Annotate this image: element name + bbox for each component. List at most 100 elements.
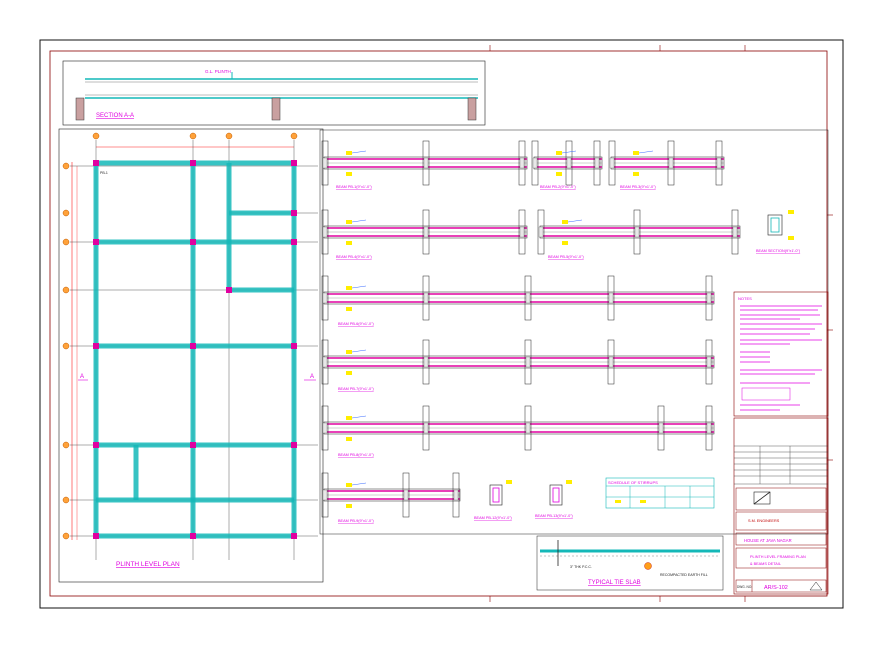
leader-line (351, 285, 367, 289)
beam-support-marker (322, 489, 328, 501)
beam-support-marker (525, 356, 531, 368)
beam-support-marker (706, 422, 712, 434)
beam-support-column (705, 405, 713, 451)
beam-support-column (667, 140, 675, 186)
plan-title: PLINTH LEVEL PLAN (116, 561, 180, 568)
rebar-tag-top (562, 220, 568, 224)
rebar-tag-bottom (346, 371, 352, 375)
beam-support-column (593, 140, 601, 186)
section-title: SECTION A-A (96, 113, 134, 119)
beam-support-marker (634, 226, 640, 238)
beam-elevation: BEAM PB-3(9"x1'-0") (608, 140, 725, 189)
beam-support-marker (668, 157, 674, 169)
drawing-title-1: PLINTH LEVEL FRAMING PLAN (750, 555, 806, 559)
beam-elevation: BEAM PB-2(9"x1'-0") (531, 140, 603, 189)
tie-slab-title: TYPICAL TIE SLAB (588, 580, 641, 586)
beam-support-marker (519, 226, 525, 238)
rebar-tag-top (346, 220, 352, 224)
beam-label: BEAM PB-4(9"x1'-0") (336, 255, 372, 259)
beam-label: BEAM PB-6(9"x1'-0") (338, 322, 374, 326)
beam-support-column (518, 140, 526, 186)
beam-support-marker (525, 292, 531, 304)
beam-support-column (607, 275, 615, 321)
beam-label: BEAM PB-8(9"x1'-0") (338, 453, 374, 457)
beam-elevation: BEAM PB-1(9"x1'-0") (321, 140, 528, 189)
beam-label: BEAM PB-2(9"x1'-0") (540, 185, 576, 189)
beam-support-marker (608, 356, 614, 368)
beam-details: BEAM PB-1(9"x1'-0") BEAM PB-2(9"x1'-0") BE… (321, 140, 741, 523)
stirrups-schedule: SCHEDULE OF STIRRUPS (605, 477, 715, 509)
rebar-tag-bottom (346, 437, 352, 441)
drawing-no-label: DWG. NO. (737, 585, 752, 589)
rebar-tag-top (346, 151, 352, 155)
beam-support-marker (423, 226, 429, 238)
beam-support-column (715, 140, 723, 186)
beam-label: BEAM PB-5(9"x1'-0") (548, 255, 584, 259)
beam-support-marker (322, 226, 328, 238)
rebar-tag-bottom (562, 241, 568, 245)
beam-support-column (537, 209, 545, 255)
beam-section-label: BEAM SECTION(9"x1'-0") (756, 249, 801, 253)
beam-support-marker (716, 157, 722, 169)
beam-elevation: BEAM PB-9(9"x1'-0") (321, 472, 461, 523)
beam-label: BEAM PB-3(9"x1'-0") (620, 185, 656, 189)
small-section-1-label: BEAM PB-12(9"x1'-0") (474, 516, 513, 520)
small-section-2-label: BEAM PB-13(9"x1'-0") (535, 514, 574, 518)
rebar-tag-top (346, 350, 352, 354)
beam-support-column (531, 140, 539, 186)
beam-support-marker (453, 489, 459, 501)
beam-support-column (422, 339, 430, 385)
section-mark-right: A (310, 374, 314, 380)
rebar-tag-top (346, 483, 352, 487)
beam-support-marker (538, 226, 544, 238)
tie-slab-note-1: 3" THK P.C.C. (570, 565, 592, 569)
beam-support-column (524, 405, 532, 451)
leader-line (561, 150, 577, 154)
beam-elevation: BEAM PB-7(9"x1'-0") (321, 339, 715, 391)
rebar-tag-bottom (346, 504, 352, 508)
beam-elevation: BEAM PB-8(9"x1'-0") (321, 405, 715, 457)
beam-support-marker (658, 422, 664, 434)
beam-support-column (705, 339, 713, 385)
beam-label: BEAM PB-1(9"x1'-0") (336, 185, 372, 189)
rebar-tag-bottom (346, 241, 352, 245)
beam-support-marker (566, 157, 572, 169)
beam-support-column (321, 209, 329, 255)
rebar-tag-bottom (556, 172, 562, 176)
rebar-tag-bottom (633, 172, 639, 176)
leader-line (351, 219, 367, 223)
beam-support-column (524, 339, 532, 385)
rebar-tag-bottom (346, 172, 352, 176)
beam-support-marker (706, 356, 712, 368)
beam-support-marker (423, 356, 429, 368)
inner-border (49, 50, 828, 597)
notes-panel: NOTES (733, 291, 829, 417)
outer-border (39, 39, 844, 609)
beam-label: BEAM PB-7(9"x1'-0") (338, 387, 374, 391)
section-mark-left: A (80, 374, 84, 380)
beam-support-column (321, 275, 329, 321)
leader-line (351, 415, 367, 419)
beam-support-marker (322, 422, 328, 434)
beam-support-column (731, 209, 739, 255)
tie-slab: 3" THK P.C.C. RECOMPACTED EARTH FILL TYP… (536, 535, 724, 591)
beam-support-marker (732, 226, 738, 238)
title-block: S.M. ENGINEERS HOUSE AT JAVA NAGAR PLINT… (733, 417, 829, 595)
small-sections: BEAM PB-12(9"x1'-0") BEAM PB-13(9"x1'-0"… (474, 480, 574, 520)
drawing-title-2: & BEAMS DETAIL (750, 562, 781, 566)
beam-support-column (705, 275, 713, 321)
stirrups-title: SCHEDULE OF STIRRUPS (608, 480, 658, 485)
beam-support-marker (403, 489, 409, 501)
beam-support-column (321, 405, 329, 451)
plinth-plan: A A PB-1 PLINTH LEVEL PLAN (58, 128, 324, 583)
rebar-tag-top (556, 151, 562, 155)
beam-section: BEAM SECTION(9"x1'-0") (756, 210, 801, 253)
leader-line (638, 150, 654, 154)
leader-line (351, 482, 367, 486)
rebar-tag-bottom (346, 307, 352, 311)
beam-support-column (422, 209, 430, 255)
beam-support-marker (423, 157, 429, 169)
beam-details-frame (319, 129, 829, 535)
beam-support-column (402, 472, 410, 518)
